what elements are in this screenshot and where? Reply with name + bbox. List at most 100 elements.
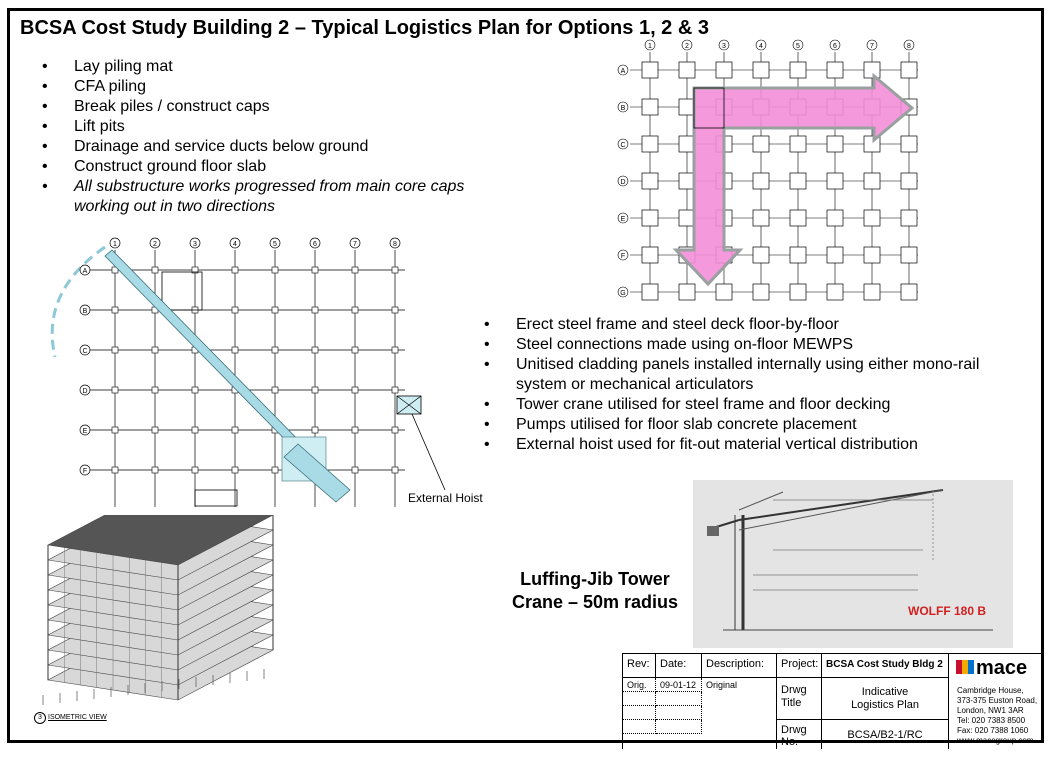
- grid-label: E: [621, 216, 626, 223]
- address-line: Tel: 020 7383 8500: [957, 716, 1026, 725]
- project-value: BCSA Cost Study Bldg 2: [822, 654, 949, 678]
- drawing-title-value: Indicative Logistics Plan: [822, 678, 949, 720]
- grid-bubble: [866, 39, 878, 51]
- pile-cap: [900, 283, 918, 301]
- superstructure-item: Pumps utilised for floor slab concrete p…: [484, 415, 1004, 435]
- grid-label: 6: [833, 43, 837, 50]
- project-header: Project:: [777, 654, 822, 678]
- grid-bubble: [189, 237, 201, 249]
- date-empty-row: [656, 706, 702, 720]
- column-cap: [311, 306, 319, 314]
- pile-cap: [678, 61, 696, 79]
- grid-label: C: [82, 348, 87, 355]
- column-cap: [271, 306, 279, 314]
- grid-bubble: [681, 39, 693, 51]
- pile-cap: [863, 246, 881, 264]
- substructure-item: Break piles / construct caps: [42, 97, 512, 117]
- substructure-item: Lift pits: [42, 117, 512, 137]
- pile-cap: [641, 246, 659, 264]
- grid-bubble: [389, 237, 401, 249]
- grid-bubble: [617, 212, 629, 224]
- column-cap: [351, 306, 359, 314]
- column-cap: [191, 266, 199, 274]
- grid-label: 7: [870, 43, 874, 50]
- column-cap: [151, 426, 159, 434]
- grid-label: 1: [648, 43, 652, 50]
- column-cap: [391, 426, 399, 434]
- grid-bubble: [617, 138, 629, 150]
- address-line: Cambridge House,: [957, 686, 1024, 695]
- pile-cap: [752, 172, 770, 190]
- grid-label: G: [620, 290, 625, 297]
- pile-cap: [752, 135, 770, 153]
- column-cap: [191, 386, 199, 394]
- grid-label: 3: [722, 43, 726, 50]
- grid-bubble: [792, 39, 804, 51]
- substructure-item: Lay piling mat: [42, 57, 512, 77]
- pile-cap: [863, 209, 881, 227]
- grid-bubble: [903, 39, 915, 51]
- grid-bubble: [617, 175, 629, 187]
- crane-label: Luffing-Jib Tower Crane – 50m radius: [511, 569, 679, 612]
- grid-label: 2: [153, 241, 157, 248]
- grid-bubble: [617, 101, 629, 113]
- grid-bubble: [149, 237, 161, 249]
- drawing-number-header: Drwg No.: [777, 720, 822, 749]
- pile-cap: [752, 61, 770, 79]
- mace-logo-text: mace: [976, 657, 1028, 679]
- main-core-cap: [693, 87, 725, 129]
- grid-label: B: [621, 105, 626, 112]
- rev-empty-row: [623, 692, 656, 706]
- grid-label: F: [83, 468, 87, 475]
- pile-cap: [752, 209, 770, 227]
- pile-cap: [863, 61, 881, 79]
- pile-cap: [826, 172, 844, 190]
- superstructure-item: Tower crane utilised for steel frame and…: [484, 395, 1004, 415]
- column-cap: [271, 346, 279, 354]
- grid-label: 2: [685, 43, 689, 50]
- grid-bubble: [829, 39, 841, 51]
- grid-label: 3: [193, 241, 197, 248]
- grid-bubble: [79, 304, 91, 316]
- pile-cap: [752, 283, 770, 301]
- column-cap: [351, 266, 359, 274]
- grid-bubble: [617, 286, 629, 298]
- pile-cap: [900, 172, 918, 190]
- crane-boom: [104, 249, 313, 461]
- pile-cap: [789, 209, 807, 227]
- column-cap: [271, 266, 279, 274]
- pile-cap: [641, 135, 659, 153]
- column-cap: [391, 266, 399, 274]
- core-box: [161, 271, 203, 311]
- grid-label: B: [83, 308, 88, 315]
- column-cap: [311, 386, 319, 394]
- grid-bubble: [79, 344, 91, 356]
- rev-empty-row: [623, 720, 656, 734]
- date-empty-row: [656, 692, 702, 706]
- hoist-leader: [411, 413, 446, 491]
- column-cap: [231, 426, 239, 434]
- grid-label: 1: [113, 241, 117, 248]
- column-cap: [151, 386, 159, 394]
- grid-bubble: [269, 237, 281, 249]
- column-cap: [271, 466, 279, 474]
- pile-cap: [826, 209, 844, 227]
- substructure-item: All substructure works progressed from m…: [42, 177, 512, 217]
- substructure-item: CFA piling: [42, 77, 512, 97]
- grid-label: 4: [233, 241, 237, 248]
- grid-bubble: [718, 39, 730, 51]
- column-cap: [111, 346, 119, 354]
- grid-label: D: [620, 179, 625, 186]
- grid-bubble: [644, 39, 656, 51]
- grid-bubble: [349, 237, 361, 249]
- grid-label: D: [82, 388, 87, 395]
- superstructure-item: Unitised cladding panels installed inter…: [484, 355, 1004, 395]
- column-cap: [391, 466, 399, 474]
- column-cap: [311, 266, 319, 274]
- superstructure-item: External hoist used for fit-out material…: [484, 435, 1004, 455]
- iso-view-label: ISOMETRIC VIEW: [48, 714, 107, 721]
- mace-logo-mark: [956, 660, 962, 674]
- column-cap: [191, 426, 199, 434]
